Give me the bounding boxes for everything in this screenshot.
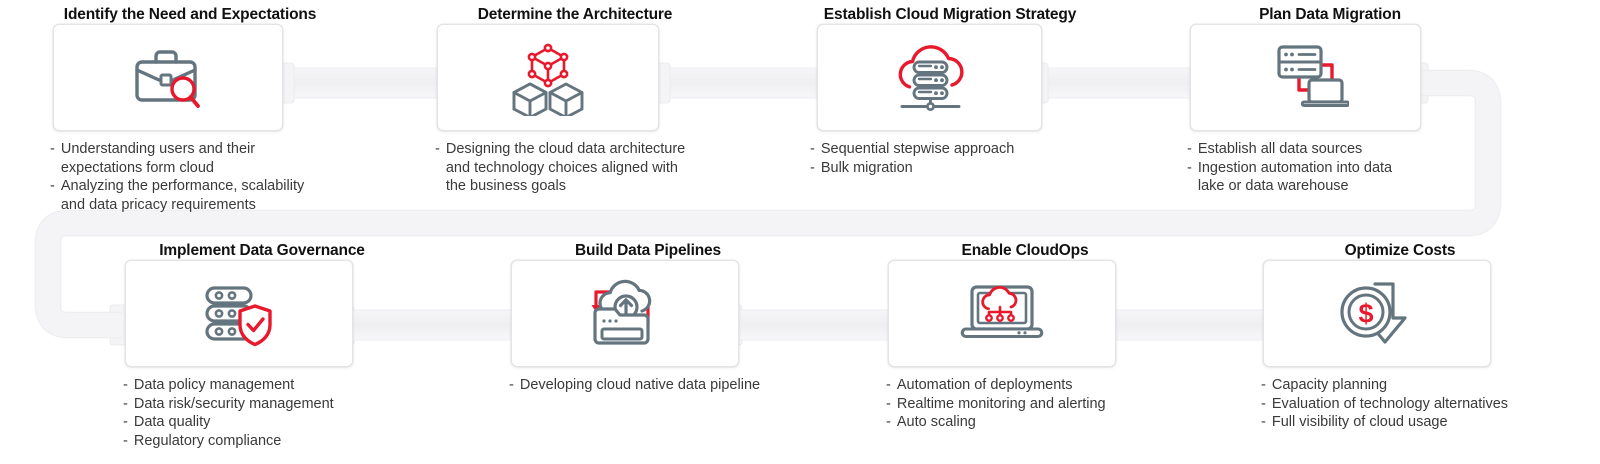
step-bullet-list: - Developing cloud native data pipeline [509,376,798,395]
bullet-marker: - [810,159,815,176]
bullet-marker: - [1261,395,1266,412]
bullet-marker: - [435,141,440,157]
svg-text:$: $ [1358,298,1373,328]
step-icon-card[interactable]: $ [1263,260,1491,367]
bullet-item: - Realtime monitoring and alerting [886,395,1175,414]
step-icon-card[interactable] [437,24,659,131]
bullet-item: - Automation of deployments [886,376,1175,395]
server-to-laptop-icon [1276,44,1349,107]
bullet-item: - Ingestion automation into data lake or… [1187,159,1480,196]
step-establish-cloud-migration-strategy[interactable]: Establish Cloud Migration Strategy [800,6,1100,177]
step-bullet-list: - Automation of deployments - Realtime m… [886,376,1175,432]
step-title: Establish Cloud Migration Strategy [823,6,1077,23]
bullet-text: Evaluation of technology alternatives [1271,395,1509,412]
bullet-marker: - [810,141,815,157]
bullet-marker: - [50,178,55,195]
bullet-item: - Auto scaling [886,413,1175,432]
bullet-item: - Full visibility of cloud usage [1261,413,1550,432]
bullet-item: - Data risk/security management [123,395,412,414]
bullet-item: - Designing the cloud data architecture … [435,140,725,196]
step-build-data-pipelines[interactable]: Build Data Pipelines [498,242,798,395]
bullet-text: Developing cloud native data pipeline [519,377,761,393]
bullet-marker: - [1261,377,1266,393]
step-title: Implement Data Governance [159,242,365,259]
bullet-text: Understanding users and their expectatio… [60,141,256,176]
bullet-text: Ingestion automation into data lake or d… [1197,159,1393,195]
bullet-item: - Developing cloud native data pipeline [509,376,798,395]
step-icon-card[interactable] [511,260,739,367]
bullet-item: - Establish all data sources [1187,140,1480,159]
bullet-text: Analyzing the performance, scalability a… [60,178,305,213]
step-bullet-list: - Data policy management - Data risk/sec… [123,376,412,450]
step-title: Enable CloudOps [961,242,1089,259]
step-bullet-list: - Establish all data sources - Ingestion… [1187,140,1480,196]
bullet-text: Capacity planning [1271,377,1388,393]
bullet-item: - Evaluation of technology alternatives [1261,395,1550,414]
step-bullet-list: - Sequential stepwise approach - Bulk mi… [810,140,1100,177]
bullet-text: Sequential stepwise approach [820,141,1015,157]
bullet-marker: - [1187,159,1192,176]
step-optimize-costs[interactable]: Optimize Costs $ - Capacity planning - E… [1250,242,1550,432]
bullet-text: Full visibility of cloud usage [1271,414,1448,431]
step-bullet-list: - Designing the cloud data architecture … [435,140,725,196]
step-enable-cloudops[interactable]: Enable CloudOps - Automation of deployme… [875,242,1175,432]
bullet-text: Establish all data sources [1197,141,1363,157]
step-icon-card[interactable] [53,24,283,131]
bullet-marker: - [123,432,128,449]
step-title: Determine the Architecture [477,6,673,23]
bullet-text: Auto scaling [896,414,976,431]
bullet-text: Designing the cloud data architecture an… [445,141,686,195]
bullet-item: - Regulatory compliance [123,432,412,451]
bullet-text: Realtime monitoring and alerting [896,395,1106,412]
bullet-marker: - [1261,414,1266,431]
bullet-item: - Bulk migration [810,159,1100,178]
bullet-item: - Sequential stepwise approach [810,140,1100,159]
bullet-item: - Data policy management [123,376,412,395]
step-title: Identify the Need and Expectations [63,6,317,23]
step-icon-card[interactable] [888,260,1116,367]
step-title: Plan Data Migration [1259,6,1401,23]
bullet-text: Data quality [133,414,211,431]
step-icon-card[interactable] [125,260,353,367]
laptop-cloud-network-icon [960,284,1044,338]
briefcase-magnifier-icon [135,49,200,108]
dollar-coin-down-arrow-icon: $ [1340,281,1407,344]
bullet-text: Bulk migration [820,159,913,176]
bullet-item: - Capacity planning [1261,376,1550,395]
step-title: Optimize Costs [1344,242,1456,259]
step-determine-the-architecture[interactable]: Determine the Architecture [425,6,725,196]
bullet-item: - Understanding users and their expectat… [50,140,340,177]
bullet-item: - Data quality [123,413,412,432]
step-identify-the-need-and-expectations[interactable]: Identify the Need and Expectations - Und… [40,6,340,214]
bullet-text: Data policy management [133,377,295,393]
bullet-item: - Analyzing the performance, scalability… [50,177,340,214]
cloud-server-icon [898,44,964,111]
database-shield-check-icon [205,285,272,346]
bullet-marker: - [886,395,891,412]
step-bullet-list: - Capacity planning - Evaluation of tech… [1261,376,1550,432]
folder-cloud-upload-icon [591,279,652,345]
step-plan-data-migration[interactable]: Plan Data Migration - Establish [1180,6,1480,196]
cube-network-icon [512,43,584,116]
step-icon-card[interactable] [1190,24,1421,131]
step-icon-card[interactable] [817,24,1042,131]
bullet-text: Automation of deployments [896,377,1073,393]
step-bullet-list: - Understanding users and their expectat… [50,140,340,214]
bullet-text: Data risk/security management [133,395,334,412]
step-implement-data-governance[interactable]: Implement Data Governance - Data policy … [112,242,412,450]
bullet-marker: - [123,377,128,393]
bullet-marker: - [50,141,55,157]
bullet-marker: - [123,395,128,412]
step-title: Build Data Pipelines [574,242,721,259]
bullet-marker: - [886,377,891,393]
bullet-marker: - [123,414,128,431]
bullet-marker: - [886,414,891,431]
bullet-marker: - [509,377,514,393]
bullet-marker: - [1187,141,1192,157]
bullet-text: Regulatory compliance [133,432,282,449]
